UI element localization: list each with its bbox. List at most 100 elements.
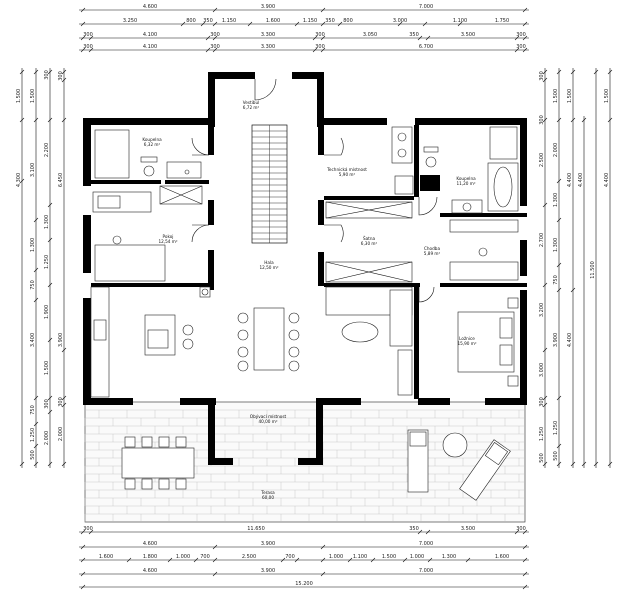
dining-chair (237, 346, 249, 358)
living-room-furniture (325, 286, 413, 347)
dimension-label: 2.000 (553, 143, 559, 157)
dimension-label: 2.500 (242, 554, 256, 560)
dimension-label: 300 (516, 526, 526, 532)
dimension-label: 3.250 (123, 18, 137, 24)
dimension-label: 1.300 (44, 215, 50, 229)
kitchen (90, 286, 211, 398)
dimension-label: 1.250 (539, 427, 545, 441)
dimension-label: 3.900 (553, 333, 559, 347)
dimension-label: 300 (83, 32, 93, 38)
dimension-label: 1.500 (30, 89, 36, 103)
dimension-label: 300 (516, 44, 526, 50)
dining-chair (237, 329, 249, 341)
room-name: Koupelna (456, 176, 476, 181)
interior-walls (91, 125, 527, 399)
dimension-label: 300 (58, 397, 64, 407)
dimension-label: 1.750 (495, 18, 509, 24)
room-area: 5,89 m² (424, 251, 441, 256)
dimension-label: 4.300 (16, 173, 22, 187)
room-area: 12,50 m² (259, 265, 278, 270)
dimension-label: 1.500 (553, 89, 559, 103)
dimension-label: 300 (83, 526, 93, 532)
terrace-chair (158, 436, 170, 448)
dimension-label: 800 (186, 18, 196, 24)
terrace-chair (141, 478, 153, 490)
dimension-label: 7.000 (419, 568, 433, 574)
dimension-label: 1.300 (553, 193, 559, 207)
dimension-label: 11.650 (247, 526, 265, 532)
dining-chair (288, 329, 300, 341)
dimension-label: 3.900 (261, 568, 275, 574)
dimension-label: 3.900 (261, 541, 275, 547)
bathroom-fixtures-left (92, 129, 203, 213)
terrace-chair (175, 436, 187, 448)
dimension-label: 300 (44, 70, 50, 80)
dining-chair (288, 360, 300, 372)
room-name: Šatna (363, 236, 376, 241)
dimension-label: 1.500 (567, 89, 573, 103)
dimension-label: 11.500 (590, 261, 596, 279)
dimension-label: 1.250 (44, 255, 50, 269)
dimension-label: 1.900 (44, 305, 50, 319)
dimension-label: 3.000 (393, 18, 407, 24)
dimension-label: 6.700 (419, 44, 433, 50)
dimension-label: 300 (315, 32, 325, 38)
dimension-label: 1.250 (553, 421, 559, 435)
dimension-label: 500 (30, 450, 36, 460)
room-name: Vestibul (243, 100, 260, 105)
dimension-label: 1.500 (44, 361, 50, 375)
dining-chair (288, 346, 300, 358)
dimension-label: 2.700 (539, 233, 545, 247)
doors (191, 78, 438, 303)
dining-chair (237, 312, 249, 324)
dimension-label: 1.500 (382, 554, 396, 560)
room-name: Ložnice (459, 336, 475, 341)
dimension-label: 4.400 (578, 173, 584, 187)
dimension-label: 300 (210, 44, 220, 50)
bedroom-small-furniture (94, 235, 488, 282)
dimension-label: 3.300 (261, 44, 275, 50)
dimension-label: 1.300 (553, 238, 559, 252)
dimension-label: 3.000 (539, 363, 545, 377)
dimension-label: 3.100 (30, 163, 36, 177)
dimension-label: 800 (343, 18, 353, 24)
dimension-label: 1.300 (442, 554, 456, 560)
terrace-chair (124, 478, 136, 490)
dimension-label: 700 (285, 554, 295, 560)
dimension-label: 3.400 (30, 333, 36, 347)
dimension-label: 4.100 (143, 32, 157, 38)
room-name: Chodba (424, 246, 440, 251)
dimension-label: 4.600 (143, 541, 157, 547)
dimension-chain-dims_right-3: 11.500 (590, 68, 599, 468)
wardrobes (325, 201, 519, 396)
dimension-label: 1.150 (222, 18, 236, 24)
dimension-label: 350 (409, 526, 419, 532)
dimension-label: 2.000 (58, 427, 64, 441)
room-name: Obývací místnost (250, 414, 287, 419)
dimension-label: 1.250 (30, 428, 36, 442)
dimension-label: 1.800 (143, 554, 157, 560)
dimension-label: 2.500 (539, 153, 545, 167)
dimension-label: 1.500 (604, 89, 610, 103)
room-area: 12,54 m² (158, 239, 177, 244)
room-area: 60,00 (262, 495, 274, 500)
